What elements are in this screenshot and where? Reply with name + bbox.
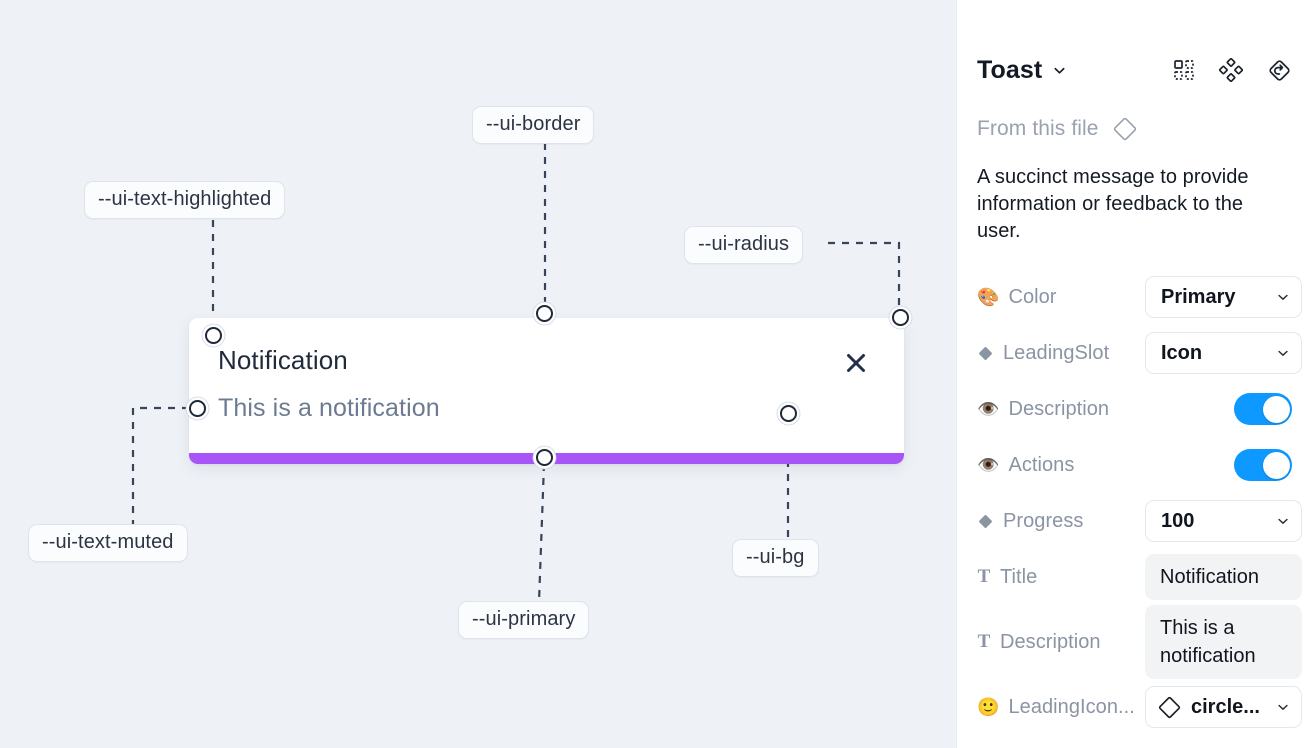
token-label-ui-radius[interactable]: --ui-radius <box>684 226 804 265</box>
token-label-ui-text-muted[interactable]: --ui-text-muted <box>28 524 188 563</box>
token-label-ui-primary[interactable]: --ui-primary <box>458 601 590 640</box>
property-label-text: LeadingIcon... <box>1008 695 1135 718</box>
property-row-progress: Progress 100 <box>977 493 1302 549</box>
reset-instance-icon[interactable] <box>1267 58 1292 83</box>
property-label-description-toggle: 👁️ Description <box>977 398 1145 421</box>
text-t-icon: T <box>977 631 991 652</box>
toast-title: Notification <box>218 345 348 375</box>
progress-select[interactable]: 100 <box>1145 500 1302 542</box>
actions-toggle[interactable] <box>1234 449 1292 481</box>
chevron-down-icon <box>1276 700 1290 714</box>
anchor-ui-text-muted[interactable] <box>189 400 206 417</box>
toast-component[interactable]: Notification This is a notification <box>189 318 904 464</box>
diamond-filled-icon <box>977 345 994 362</box>
component-grid-icon[interactable] <box>1173 59 1195 81</box>
property-row-leading-icon: 🙂 LeadingIcon... circle... <box>977 679 1302 735</box>
chevron-down-icon <box>1276 514 1290 528</box>
property-label-actions: 👁️ Actions <box>977 454 1145 477</box>
property-label-text: Title <box>1000 565 1038 588</box>
leading-slot-select[interactable]: Icon <box>1145 332 1302 374</box>
toggle-knob <box>1262 395 1290 423</box>
diamond-filled-icon <box>977 513 994 530</box>
eye-emoji-icon: 👁️ <box>977 455 1000 475</box>
property-label-color: 🎨 Color <box>977 286 1145 309</box>
property-row-actions-toggle: 👁️ Actions <box>977 437 1292 493</box>
property-label-text: Actions <box>1008 453 1075 476</box>
chevron-down-icon <box>1276 346 1290 360</box>
property-row-leading-slot: LeadingSlot Icon <box>977 325 1302 381</box>
property-row-description-toggle: 👁️ Description <box>977 381 1292 437</box>
leading-icon-select-value: circle... <box>1191 695 1260 718</box>
canvas[interactable]: --ui-text-highlighted --ui-border --ui-r… <box>0 0 956 748</box>
toggle-knob <box>1262 451 1290 479</box>
description-toggle[interactable] <box>1234 393 1292 425</box>
from-this-file-row[interactable]: From this file <box>977 116 1292 142</box>
panel-header: Toast <box>977 50 1292 90</box>
property-label-text: Progress <box>1003 509 1084 532</box>
component-description: A succinct message to provide informatio… <box>977 166 1249 242</box>
token-label-ui-border[interactable]: --ui-border <box>472 106 595 145</box>
title-input[interactable]: Notification <box>1145 554 1302 600</box>
connector-ui-primary <box>537 463 546 603</box>
property-label-leading-slot: LeadingSlot <box>977 342 1145 365</box>
palette-emoji-icon: 🎨 <box>977 287 1000 307</box>
toast-description: This is a notification <box>218 394 440 422</box>
close-x-icon[interactable] <box>843 350 869 376</box>
property-row-color: 🎨 Color Primary <box>977 269 1302 325</box>
leading-slot-select-value: Icon <box>1161 341 1203 364</box>
panel-title: Toast <box>977 55 1043 84</box>
color-select-value: Primary <box>1161 285 1236 308</box>
property-row-title: T Title Notification <box>977 549 1302 605</box>
property-label-description-text: T Description <box>977 631 1145 654</box>
anchor-ui-border[interactable] <box>536 305 553 322</box>
property-row-description-text: T Description This is a notification <box>977 605 1302 679</box>
property-label-text: Description <box>1000 630 1101 653</box>
anchor-ui-radius[interactable] <box>892 309 909 326</box>
anchor-ui-bg[interactable] <box>780 405 797 422</box>
property-label-text: Color <box>1008 285 1057 308</box>
property-list: 🎨 Color Primary <box>977 269 1302 735</box>
progress-select-value: 100 <box>1161 509 1195 532</box>
connector-ui-radius <box>828 241 901 311</box>
description-input[interactable]: This is a notification <box>1145 605 1302 679</box>
token-label-ui-text-highlighted[interactable]: --ui-text-highlighted <box>84 181 286 220</box>
anchor-ui-primary[interactable] <box>536 449 553 466</box>
header-icon-group <box>1173 58 1292 83</box>
from-this-file-label: From this file <box>977 117 1099 140</box>
chevron-down-icon <box>1276 290 1290 304</box>
color-select[interactable]: Primary <box>1145 276 1302 318</box>
properties-panel: Toast <box>956 0 1312 748</box>
anchor-ui-text-highlighted[interactable] <box>205 327 222 344</box>
connector-ui-text-muted <box>131 406 189 525</box>
property-label-text: Description <box>1008 397 1110 420</box>
property-label-text: LeadingSlot <box>1003 341 1110 364</box>
text-t-icon: T <box>977 566 991 587</box>
eye-emoji-icon: 👁️ <box>977 399 1000 419</box>
smiley-emoji-icon: 🙂 <box>977 697 1000 717</box>
property-label-leading-icon: 🙂 LeadingIcon... <box>977 696 1145 719</box>
token-label-ui-bg[interactable]: --ui-bg <box>732 539 819 578</box>
property-label-progress: Progress <box>977 510 1145 533</box>
variants-diamond-icon[interactable] <box>1219 58 1243 82</box>
leading-icon-select[interactable]: circle... <box>1145 686 1302 728</box>
chevron-down-icon[interactable] <box>1052 63 1067 78</box>
property-label-title: T Title <box>977 566 1145 589</box>
diamond-icon <box>1157 695 1182 720</box>
diamond-icon <box>1112 116 1138 142</box>
